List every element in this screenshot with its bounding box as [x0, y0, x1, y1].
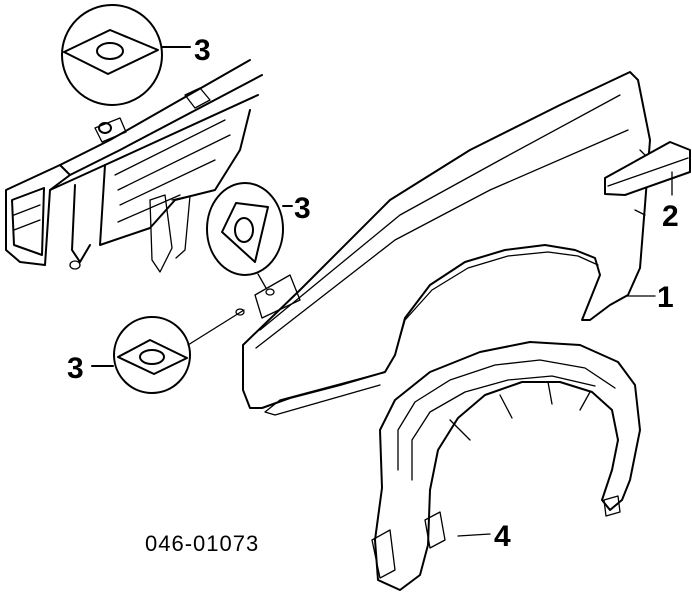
callout-3-top: 3	[194, 34, 211, 67]
callout-3-middle: 3	[294, 192, 311, 225]
front-fender	[235, 71, 651, 416]
part-number-label: 046-01073	[145, 531, 259, 556]
detail-clip-top	[61, 4, 191, 106]
callout-2: 2	[662, 200, 679, 233]
callout-1: 1	[657, 281, 674, 314]
callout-3-left: 3	[67, 352, 84, 385]
detail-clip-left	[91, 309, 245, 394]
wheel-arch-liner	[371, 341, 641, 591]
callout-4: 4	[494, 520, 511, 553]
body-frame-apron	[5, 59, 263, 273]
leader-4	[457, 533, 491, 537]
detail-clip-middle	[206, 182, 293, 289]
fender-molding	[604, 141, 691, 196]
